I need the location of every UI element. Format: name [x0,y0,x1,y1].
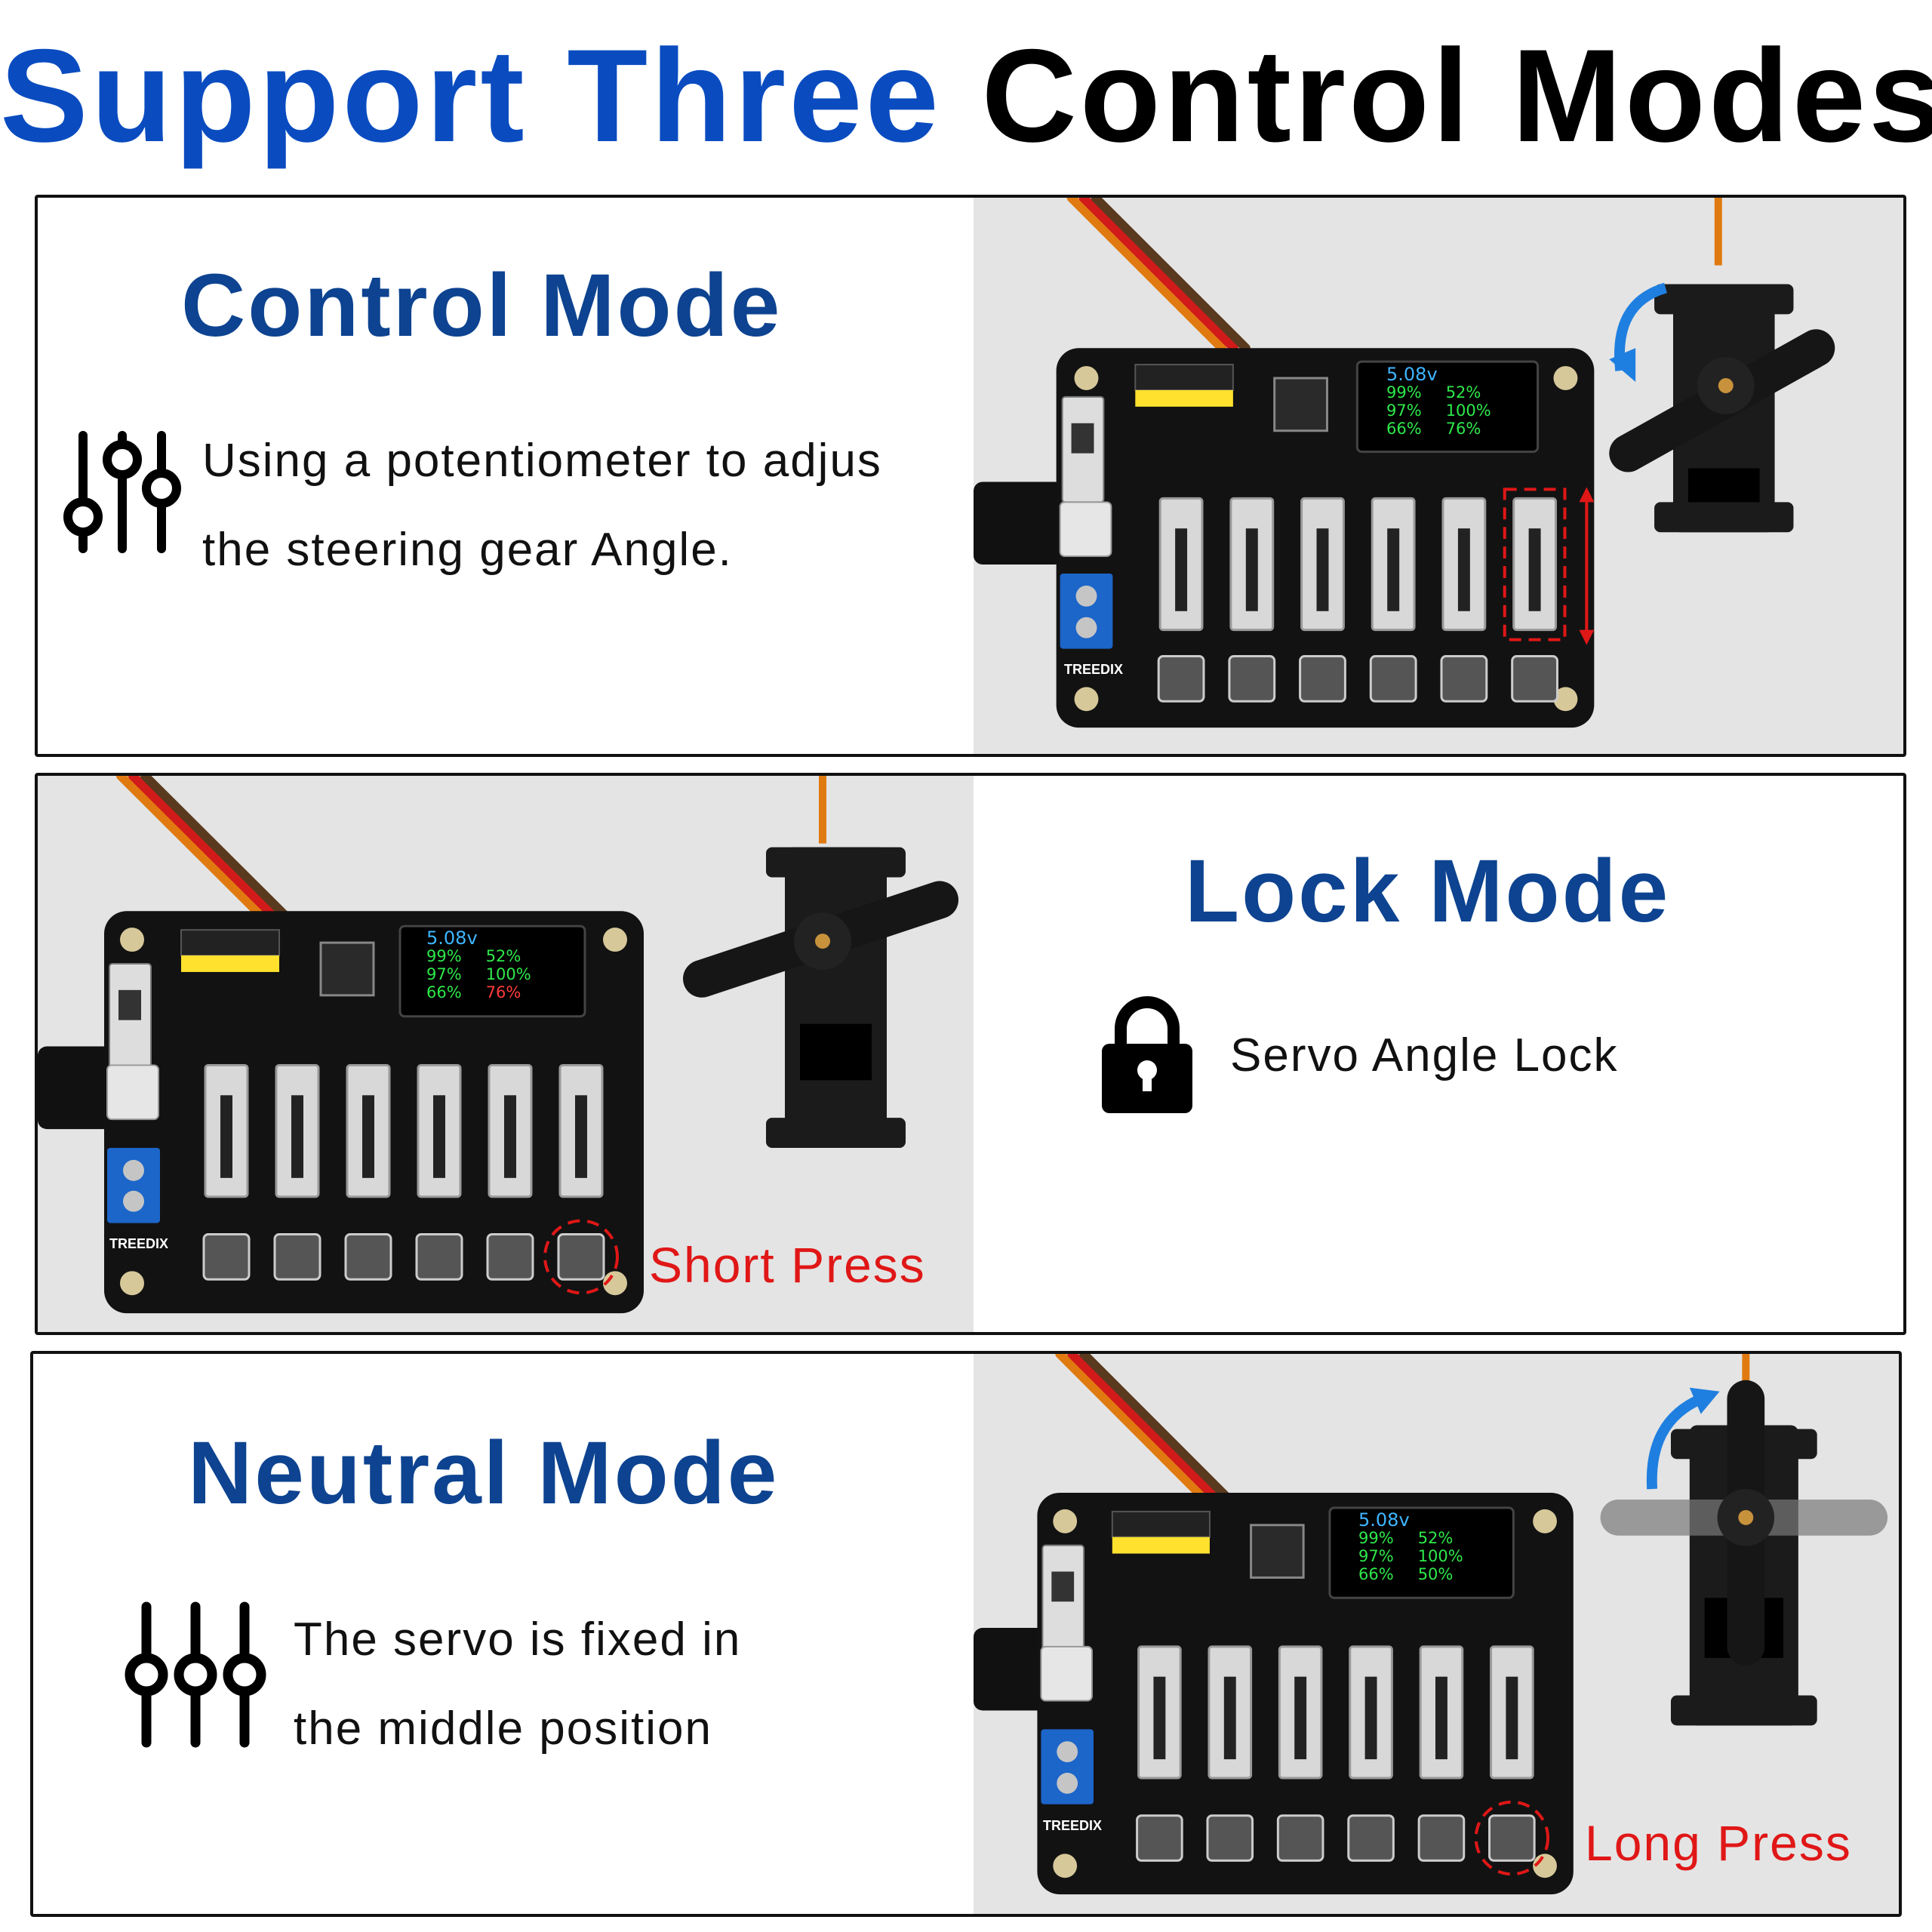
neutral-mode-panel: Neutral Mode The servo is fixed in the m… [30,1351,1902,1917]
screen-channel-6: 76% [485,983,521,1001]
description-line: The servo is fixed in [294,1614,742,1666]
page-heading: Support Three Control Modes [0,30,1932,162]
screen-channel-5: 100% [1417,1547,1463,1565]
lock-mode-title: Lock Mode [1185,841,1671,941]
screen-voltage: 5.08v [426,928,478,949]
board-brand: TREEDIX [1064,662,1124,677]
screen-voltage: 5.08v [1358,1509,1410,1531]
screen-channel-3: 66% [1358,1565,1394,1583]
control-mode-photo: 5.08v 99% 52% 97% 100% 66% 76% TREEDIX [974,198,1903,754]
screen-channel-2: 97% [426,965,462,983]
screen-channel-6: 50% [1417,1565,1454,1583]
lock-mode-photo: 5.08v 99% 52% 97% 100% 66% 76% TREEDIX Shor… [38,776,974,1332]
board-screen: 5.08v 99% 52% 97% 100% 66% 50% [1358,1511,1540,1601]
board-brand: TREEDIX [1043,1818,1103,1833]
lock-mode-description: Servo Angle Lock [1230,1011,1619,1100]
screen-channel-1: 99% [1358,1529,1394,1547]
screen-channel-6: 76% [1445,420,1481,438]
board-screen: 5.08v 99% 52% 97% 100% 66% 76% [1386,365,1567,456]
lock-icon [1098,995,1196,1115]
control-mode-description: Using a potentiometer to adjus the steer… [202,417,882,595]
heading-part-2: Control Modes [981,23,1932,170]
screen-channel-3: 66% [1386,420,1422,438]
long-press-label: Long Press [1585,1815,1852,1871]
sliders-icon [120,1599,271,1750]
lock-mode-panel: 5.08v 99% 52% 97% 100% 66% 76% TREEDIX Shor… [35,773,1906,1335]
screen-channel-5: 100% [485,965,531,983]
screen-channel-4: 52% [485,947,521,965]
screen-channel-2: 97% [1386,401,1422,420]
sliders-icon [60,428,189,556]
screen-voltage: 5.08v [1386,364,1438,385]
description-line: Servo Angle Lock [1230,1029,1619,1081]
screen-channel-5: 100% [1445,401,1491,420]
description-line: the steering gear Angle. [202,524,733,576]
screen-channel-4: 52% [1417,1529,1454,1547]
description-line: Using a potentiometer to adjus [202,435,882,487]
board-brand: TREEDIX [109,1236,169,1251]
control-mode-panel: Control Mode Using a potentiometer to ad… [35,195,1906,757]
screen-channel-2: 97% [1358,1547,1394,1565]
short-press-label: Short Press [649,1237,926,1293]
screen-channel-1: 99% [426,947,462,965]
description-line: the middle position [294,1703,712,1755]
heading-part-1: Support Three [0,23,942,170]
neutral-mode-title: Neutral Mode [188,1423,780,1523]
control-mode-title: Control Mode [181,256,783,355]
neutral-mode-photo: 5.08v 99% 52% 97% 100% 66% 50% TREEDIX Long… [974,1354,1899,1914]
neutral-mode-description: The servo is fixed in the middle positio… [294,1595,741,1774]
screen-channel-1: 99% [1386,383,1422,401]
screen-channel-4: 52% [1445,383,1481,401]
screen-channel-3: 66% [426,983,462,1001]
board-screen: 5.08v 99% 52% 97% 100% 66% 76% [426,929,608,1020]
